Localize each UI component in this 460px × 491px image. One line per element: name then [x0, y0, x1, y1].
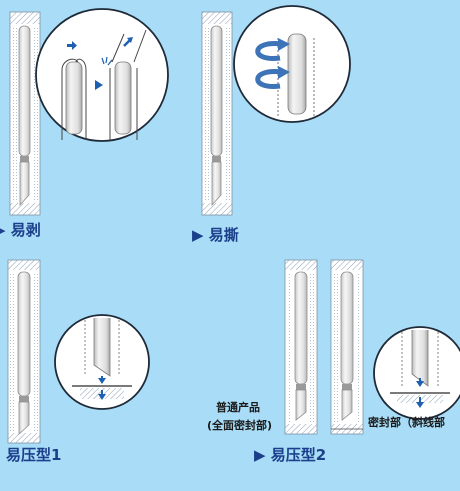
swab-stick-icon: [18, 25, 31, 207]
seal-part-label: 密封部（斜线部: [368, 416, 445, 429]
swab-stick-icon: [210, 25, 223, 207]
easy-press-1-package: [7, 259, 41, 444]
caption-easy-tear: ▶ 易撕: [192, 226, 239, 244]
swab-stick-icon: [340, 271, 354, 421]
easy-press-2-package: [330, 259, 364, 435]
full-seal-label: (全面密封部): [207, 419, 273, 432]
easy-tear-zoom-circle: [233, 5, 351, 123]
easy-peel-package: [9, 11, 41, 216]
easy-peel-zoom-circle: [35, 8, 169, 142]
press-arrow-icon: [416, 378, 424, 408]
caption-easy-press-2: ▶ 易压型2: [254, 446, 327, 464]
easy-tear-package: [201, 11, 233, 216]
normal-product-label: 普通产品: [216, 401, 260, 414]
caption-easy-press-1: 易压型1: [6, 446, 62, 464]
normal-product-package: [284, 259, 318, 435]
press-arrow-icon: [98, 376, 106, 400]
peel-burst-icon: [101, 56, 113, 66]
swab-stick-icon: [17, 271, 31, 435]
next-step-arrow-icon: [95, 80, 103, 90]
easy-press-1-zoom-circle: [54, 314, 150, 410]
twist-arrow-icon: [255, 41, 283, 89]
easy-press-2-zoom-circle: [373, 326, 460, 420]
caption-easy-peel: ▶ 易剥: [0, 221, 41, 239]
peel-direction-arrow-icon: [67, 37, 133, 50]
swab-stick-icon: [294, 271, 308, 421]
